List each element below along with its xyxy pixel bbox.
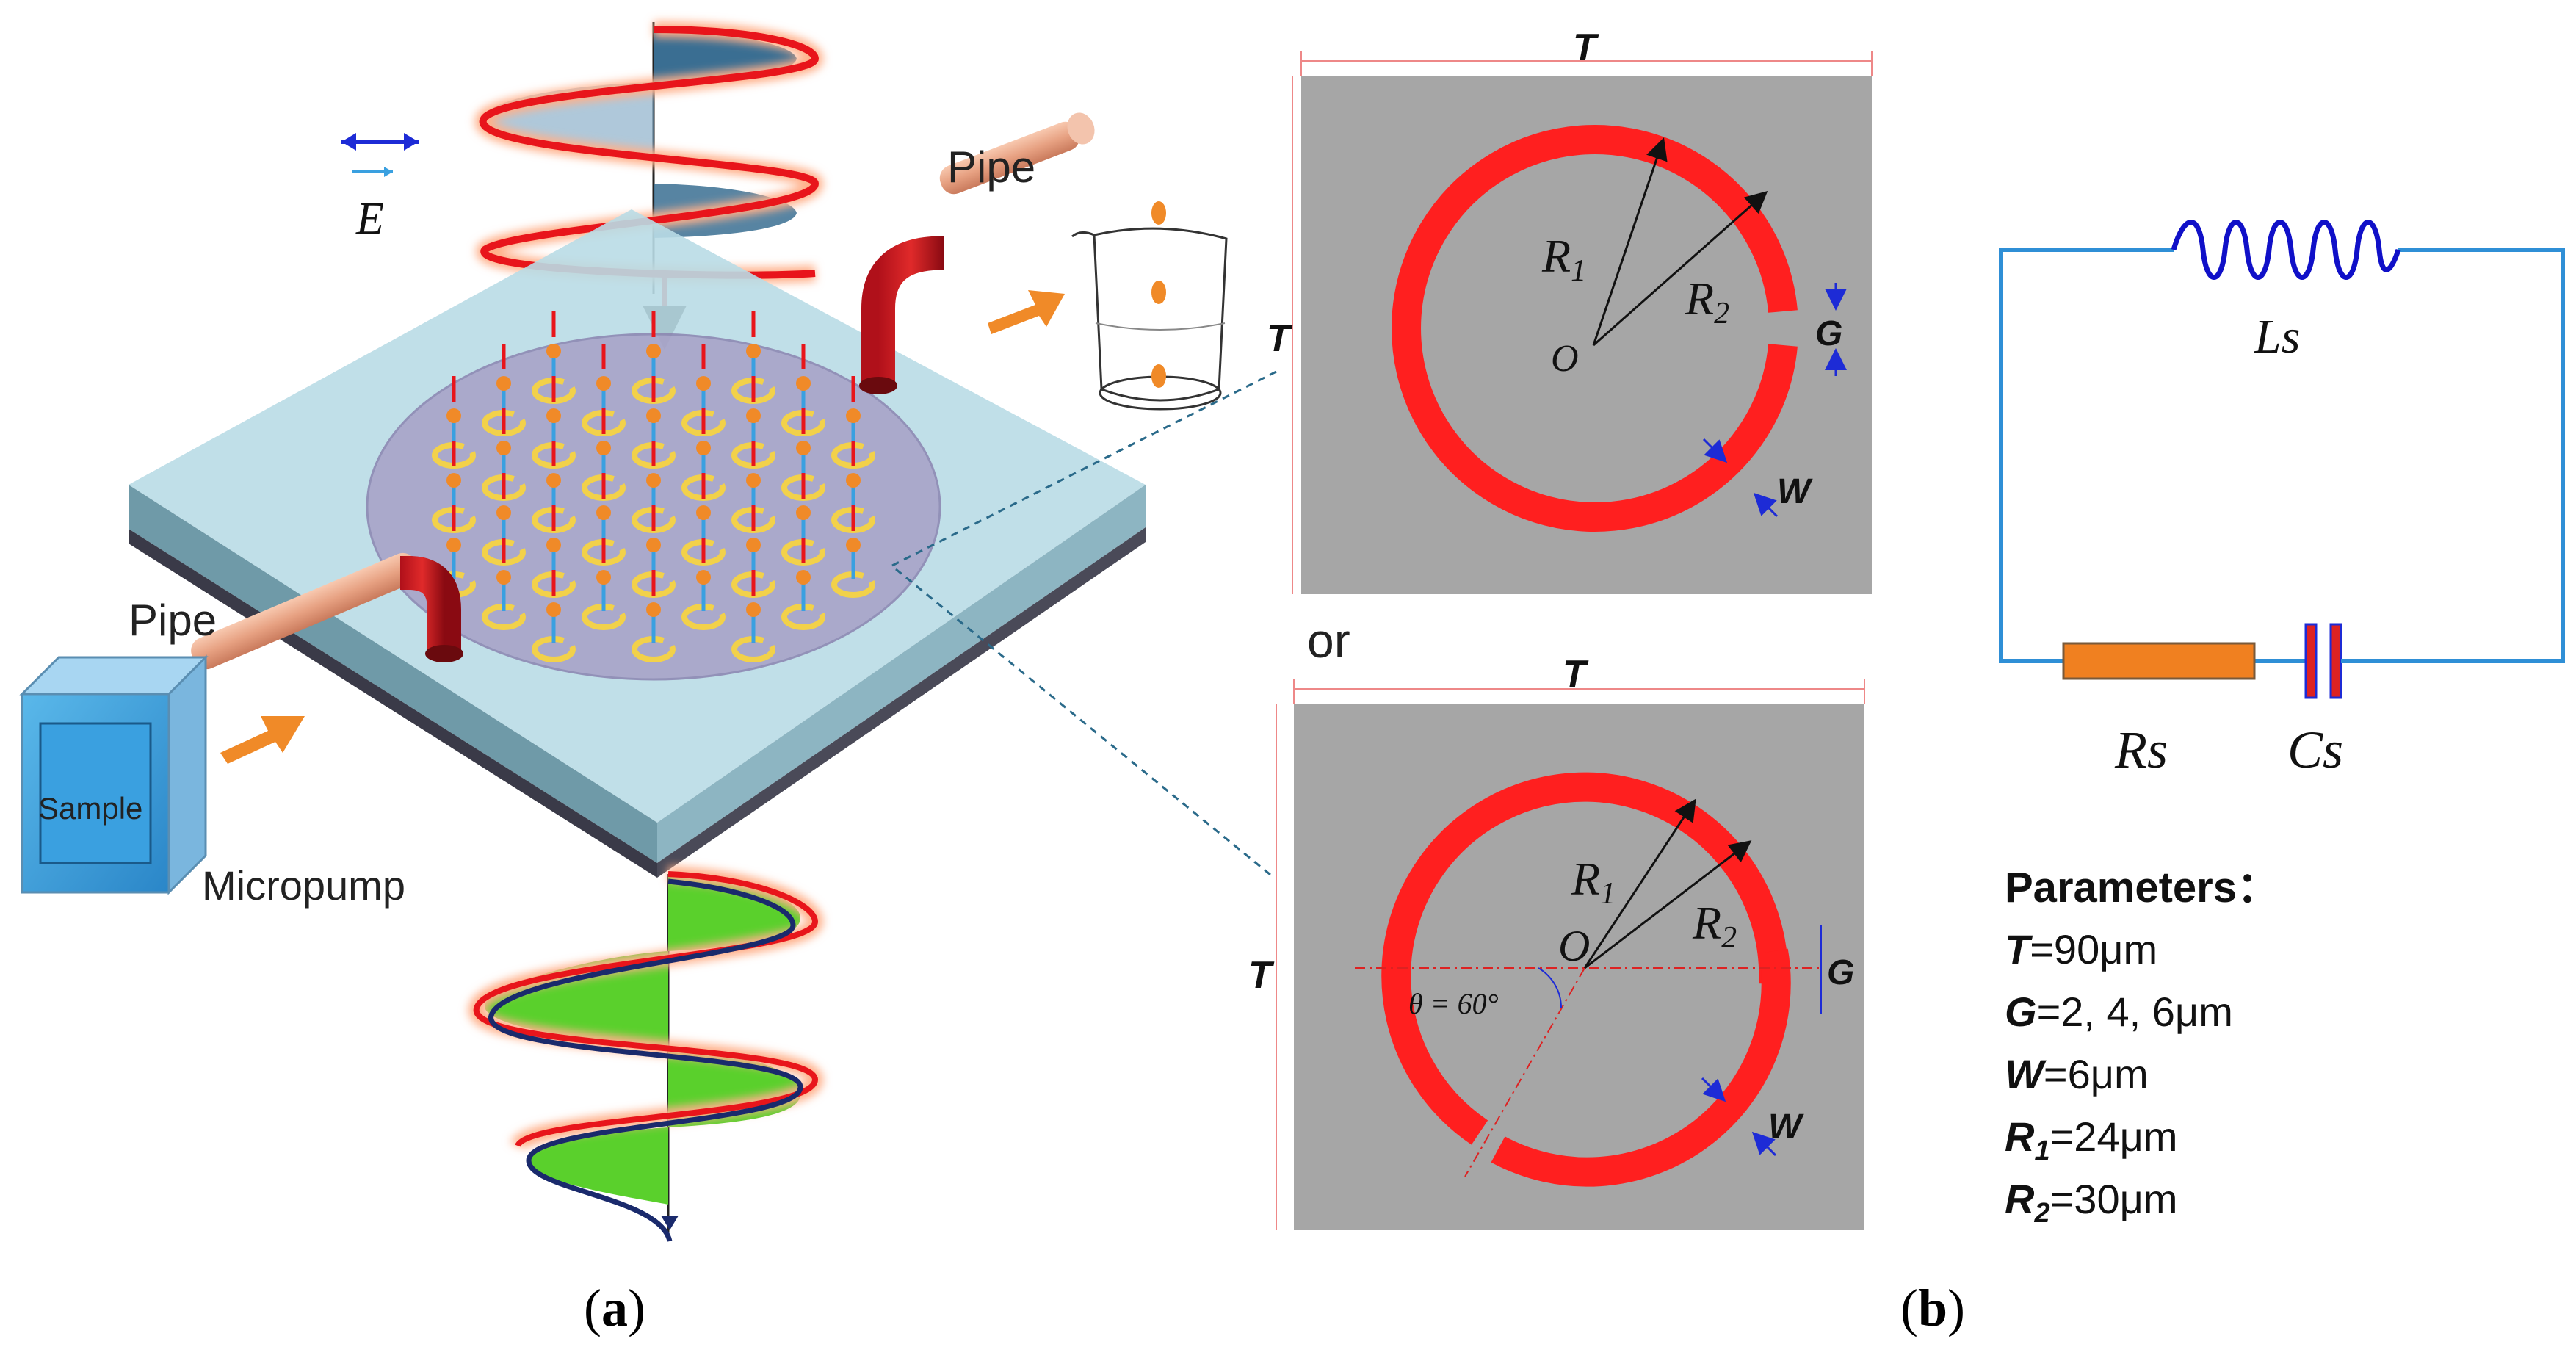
analyte-particle bbox=[546, 473, 561, 488]
theta-label: θ = 60° bbox=[1408, 987, 1499, 1020]
inlet-pipe: Pipe bbox=[129, 552, 463, 670]
incident-wave bbox=[474, 21, 824, 350]
transmitted-wave bbox=[468, 866, 824, 1243]
capacitor-label: Cs bbox=[2287, 721, 2343, 779]
analyte-particle bbox=[746, 408, 761, 423]
parameter-row: R1=24μm bbox=[2005, 1113, 2178, 1166]
analyte-particle bbox=[496, 441, 511, 455]
bottom-gap-label: G bbox=[1827, 953, 1854, 992]
unit-cell-top: T T R1 R2 O G W bbox=[1267, 26, 1873, 594]
top-center-label: O bbox=[1551, 338, 1579, 380]
outlet-pipe: Pipe bbox=[859, 112, 1095, 394]
top-height-label: T bbox=[1267, 317, 1293, 360]
analyte-particle bbox=[696, 376, 711, 391]
bottom-width-label: T bbox=[1563, 653, 1589, 696]
panel-b-caption: (b) bbox=[1900, 1279, 1965, 1337]
bottom-center-label: O bbox=[1558, 922, 1590, 970]
analyte-particle bbox=[796, 505, 811, 520]
micropump: Sample Micropump bbox=[19, 654, 405, 909]
top-r1-label: R1 bbox=[1541, 230, 1586, 288]
bottom-r2-label: R2 bbox=[1692, 897, 1737, 955]
inflow-arrow bbox=[220, 716, 305, 764]
analyte-particle bbox=[546, 602, 561, 617]
analyte-particle bbox=[746, 538, 761, 552]
analyte-particle bbox=[646, 408, 661, 423]
parameter-row: W=6μm bbox=[2005, 1051, 2149, 1097]
equivalent-circuit: Ls Rs Cs bbox=[1999, 220, 2565, 779]
analyte-particle bbox=[796, 376, 811, 391]
top-width-w-label: W bbox=[1777, 472, 1813, 511]
analyte-particle bbox=[696, 505, 711, 520]
zoom-line-bottom bbox=[895, 568, 1275, 879]
analyte-particle bbox=[746, 602, 761, 617]
analyte-particle bbox=[696, 570, 711, 585]
inductor-label: Ls bbox=[2254, 310, 2300, 364]
bottom-r1-label: R1 bbox=[1571, 853, 1616, 911]
top-ring bbox=[1392, 125, 1798, 532]
resistor-icon bbox=[2062, 642, 2256, 680]
inductor-icon bbox=[2171, 220, 2401, 280]
analyte-particle bbox=[546, 344, 561, 358]
analyte-particle bbox=[646, 602, 661, 617]
inlet-pipe-label: Pipe bbox=[129, 596, 217, 645]
outflow-arrow bbox=[988, 290, 1065, 334]
analyte-particle bbox=[646, 538, 661, 552]
analyte-particle bbox=[546, 408, 561, 423]
analyte-particle bbox=[796, 570, 811, 585]
parameter-row: T=90μm bbox=[2005, 926, 2157, 972]
microfluidic-chip bbox=[129, 209, 1146, 878]
capacitor-icon bbox=[2284, 623, 2348, 699]
bottom-ring bbox=[1381, 772, 1789, 1145]
top-gap-label: G bbox=[1815, 314, 1842, 353]
top-r2-label: R2 bbox=[1685, 272, 1729, 331]
panel-a-caption: (a) bbox=[584, 1279, 645, 1337]
e-field-symbol: E bbox=[355, 194, 384, 244]
analyte-particle bbox=[796, 441, 811, 455]
micropump-label: Micropump bbox=[202, 862, 405, 909]
analyte-particle bbox=[846, 538, 861, 552]
sample-label: Sample bbox=[38, 791, 142, 826]
bottom-height-label: T bbox=[1248, 954, 1275, 997]
beaker-icon bbox=[1071, 201, 1228, 411]
srr-array bbox=[432, 311, 875, 662]
panel-a: E Pipe bbox=[19, 21, 1228, 1337]
analyte-particle bbox=[496, 376, 511, 391]
parameter-row: G=2, 4, 6μm bbox=[2005, 989, 2233, 1035]
analyte-particle bbox=[446, 473, 461, 488]
analyte-particle bbox=[846, 408, 861, 423]
top-width-label: T bbox=[1573, 26, 1599, 69]
resistor-label: Rs bbox=[2114, 721, 2168, 779]
analyte-particle bbox=[696, 441, 711, 455]
parameter-row: R2=30μm bbox=[2005, 1176, 2178, 1229]
e-field-indicator: E bbox=[341, 133, 419, 244]
parameters-title: Parameters： bbox=[2005, 864, 2279, 911]
analyte-particle bbox=[846, 473, 861, 488]
analyte-particle bbox=[446, 408, 461, 423]
analyte-particle bbox=[596, 570, 611, 585]
analyte-particle bbox=[496, 505, 511, 520]
panel-b: T T R1 R2 O G W or T bbox=[1248, 26, 2565, 1337]
or-label: or bbox=[1307, 613, 1350, 668]
bottom-width-w-label: W bbox=[1768, 1108, 1804, 1146]
analyte-particle bbox=[496, 570, 511, 585]
analyte-particle bbox=[546, 538, 561, 552]
analyte-particle bbox=[746, 344, 761, 358]
zoom-line-top bbox=[891, 369, 1278, 567]
analyte-particle bbox=[646, 473, 661, 488]
unit-cell-bottom: T T θ = 60° R1 R2 O G W bbox=[1248, 653, 1865, 1230]
outlet-pipe-label: Pipe bbox=[947, 142, 1035, 192]
analyte-particle bbox=[746, 473, 761, 488]
analyte-particle bbox=[596, 505, 611, 520]
analyte-particle bbox=[596, 376, 611, 391]
analyte-particle bbox=[446, 538, 461, 552]
analyte-particle bbox=[596, 441, 611, 455]
analyte-particle bbox=[646, 344, 661, 358]
